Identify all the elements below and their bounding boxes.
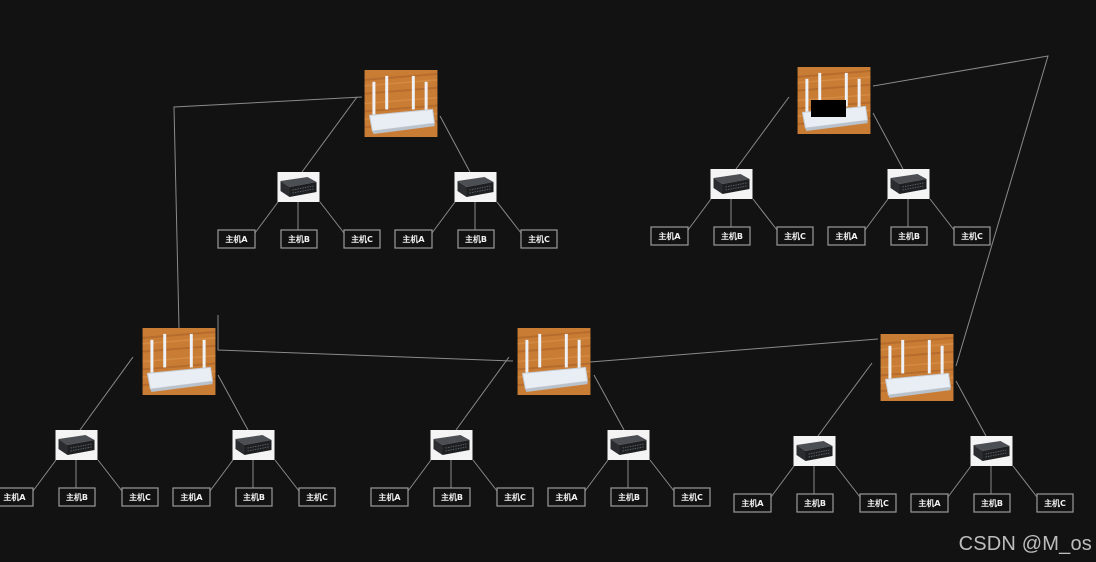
watermark-text: CSDN @M_os — [958, 533, 1092, 555]
host-label: 主机B — [441, 492, 463, 502]
host-node: 主机C — [121, 487, 159, 507]
host-node: 主机B — [610, 487, 648, 507]
router-icon — [364, 70, 438, 137]
host-node: 主机A — [547, 487, 586, 507]
host-node: 主机A — [172, 487, 211, 507]
switch-icon — [454, 172, 497, 202]
switch-icon — [277, 172, 320, 202]
host-node: 主机B — [713, 226, 751, 246]
router-icon — [880, 334, 954, 401]
host-label: 主机C — [961, 231, 983, 241]
host-node: 主机A — [733, 493, 772, 513]
host-label: 主机A — [378, 492, 401, 502]
host-label: 主机A — [225, 234, 248, 244]
switches — [55, 169, 1013, 466]
host-label: 主机C — [784, 231, 806, 241]
host-label: 主机C — [867, 498, 889, 508]
host-node: 主机B — [235, 487, 273, 507]
host-label: 主机B — [288, 234, 310, 244]
host-node: 主机B — [433, 487, 471, 507]
host-label: 主机C — [306, 492, 328, 502]
host-node: 主机A — [650, 226, 689, 246]
host-label: 主机A — [3, 492, 26, 502]
switch-icon — [793, 436, 836, 466]
host-label: 主机A — [402, 234, 425, 244]
switch-icon — [232, 430, 275, 460]
host-label: 主机C — [504, 492, 526, 502]
host-node: 主机A — [370, 487, 409, 507]
router-icon — [142, 328, 216, 395]
host-node: 主机A — [827, 226, 866, 246]
host-label: 主机B — [66, 492, 88, 502]
host-label: 主机C — [528, 234, 550, 244]
host-label: 主机A — [180, 492, 203, 502]
host-node: 主机C — [673, 487, 711, 507]
host-label: 主机C — [129, 492, 151, 502]
host-node: 主机C — [953, 226, 991, 246]
routers — [142, 67, 954, 401]
host-label: 主机B — [898, 231, 920, 241]
host-node: 主机B — [58, 487, 96, 507]
switch-icon — [970, 436, 1013, 466]
host-label: 主机B — [981, 498, 1003, 508]
redaction-block — [811, 100, 846, 117]
switch-icon — [55, 430, 98, 460]
host-label: 主机B — [465, 234, 487, 244]
host-node: 主机C — [343, 229, 381, 249]
switch-icon — [710, 169, 753, 199]
host-node: 主机C — [859, 493, 897, 513]
host-node: 主机C — [496, 487, 534, 507]
host-label: 主机A — [835, 231, 858, 241]
host-node: 主机B — [890, 226, 928, 246]
hosts: 主机A 主机B 主机C 主机A 主机B 主机C 主机A 主机B 主机C 主机A … — [0, 226, 1074, 513]
host-label: 主机C — [1044, 498, 1066, 508]
host-node: 主机C — [520, 229, 558, 249]
connection-lines — [32, 55, 1049, 498]
host-label: 主机B — [721, 231, 743, 241]
host-node: 主机A — [910, 493, 949, 513]
router-icon — [517, 328, 591, 395]
host-label: 主机B — [243, 492, 265, 502]
host-node: 主机B — [280, 229, 318, 249]
host-label: 主机A — [555, 492, 578, 502]
host-node: 主机B — [796, 493, 834, 513]
host-node: 主机A — [394, 229, 433, 249]
host-label: 主机C — [351, 234, 373, 244]
host-node: 主机A — [0, 487, 34, 507]
host-label: 主机A — [658, 231, 681, 241]
host-node: 主机C — [1036, 493, 1074, 513]
host-node: 主机B — [457, 229, 495, 249]
host-label: 主机A — [741, 498, 764, 508]
host-node: 主机A — [217, 229, 256, 249]
host-label: 主机A — [918, 498, 941, 508]
switch-icon — [887, 169, 930, 199]
host-label: 主机B — [618, 492, 640, 502]
switch-icon — [430, 430, 473, 460]
switch-icon — [607, 430, 650, 460]
host-label: 主机C — [681, 492, 703, 502]
host-node: 主机C — [298, 487, 336, 507]
host-label: 主机B — [804, 498, 826, 508]
host-node: 主机B — [973, 493, 1011, 513]
host-node: 主机C — [776, 226, 814, 246]
